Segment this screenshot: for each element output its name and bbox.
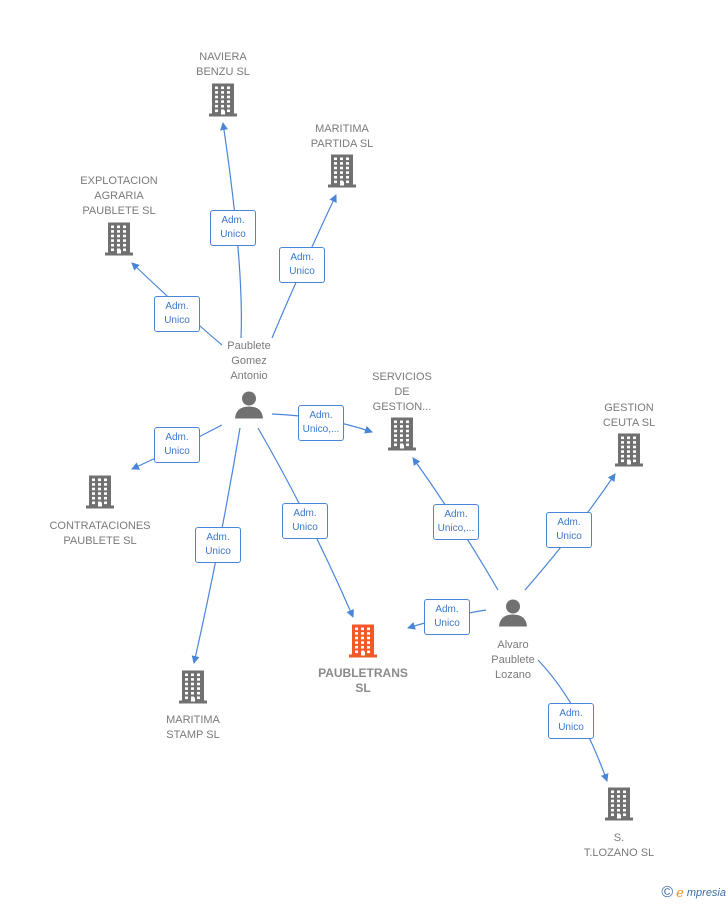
building-icon[interactable] [603,786,635,827]
building-icon[interactable] [386,416,418,457]
company-label-maritima-partida[interactable]: MARITIMA PARTIDA SL [310,123,374,150]
company-label-naviera[interactable]: NAVIERA BENZU SL [196,51,250,78]
building-icon[interactable] [103,221,135,262]
building-icon[interactable] [84,474,116,515]
person-label-alvaro[interactable]: Alvaro Paublete Lozano [491,639,535,681]
person-icon[interactable] [498,598,528,633]
copyright-icon: © [661,884,674,901]
relation-edge-paublete-naviera [220,122,242,339]
person-label-paublete[interactable]: Paublete Gomez Antonio [227,340,271,382]
relation-label[interactable]: Adm. Unico [282,503,328,539]
relation-label[interactable]: Adm. Unico [210,210,256,246]
building-icon[interactable] [347,623,379,664]
relation-label[interactable]: Adm. Unico [154,296,200,332]
relation-label[interactable]: Adm. Unico [195,527,241,563]
relation-label[interactable]: Adm. Unico [424,599,470,635]
relation-label[interactable]: Adm. Unico,... [298,405,344,441]
person-icon[interactable] [234,390,264,425]
company-label-gestion-ceuta[interactable]: GESTION CEUTA SL [602,402,656,429]
company-label-servicios[interactable]: SERVICIOS DE GESTION... [372,371,432,413]
brand-logo-e: e [676,885,684,901]
relation-label[interactable]: Adm. Unico [154,427,200,463]
building-icon[interactable] [177,669,209,710]
company-label-focus[interactable]: PAUBLETRANS SL [318,666,408,695]
company-label-maritima-stamp[interactable]: MARITIMA STAMP SL [166,714,220,741]
relation-label[interactable]: Adm. Unico [548,703,594,739]
company-label-explotacion[interactable]: EXPLOTACION AGRARIA PAUBLETE SL [80,175,158,217]
relation-label[interactable]: Adm. Unico [546,512,592,548]
building-icon[interactable] [326,153,358,194]
building-icon[interactable] [613,432,645,473]
brand-name: mpresia [686,887,726,899]
relation-label[interactable]: Adm. Unico [279,247,325,283]
company-label-contrataciones[interactable]: CONTRATACIONES PAUBLETE SL [49,520,151,547]
building-icon[interactable] [207,82,239,123]
company-label-tlozano[interactable]: S. T.LOZANO SL [583,832,655,859]
relation-label[interactable]: Adm. Unico,... [433,504,479,540]
